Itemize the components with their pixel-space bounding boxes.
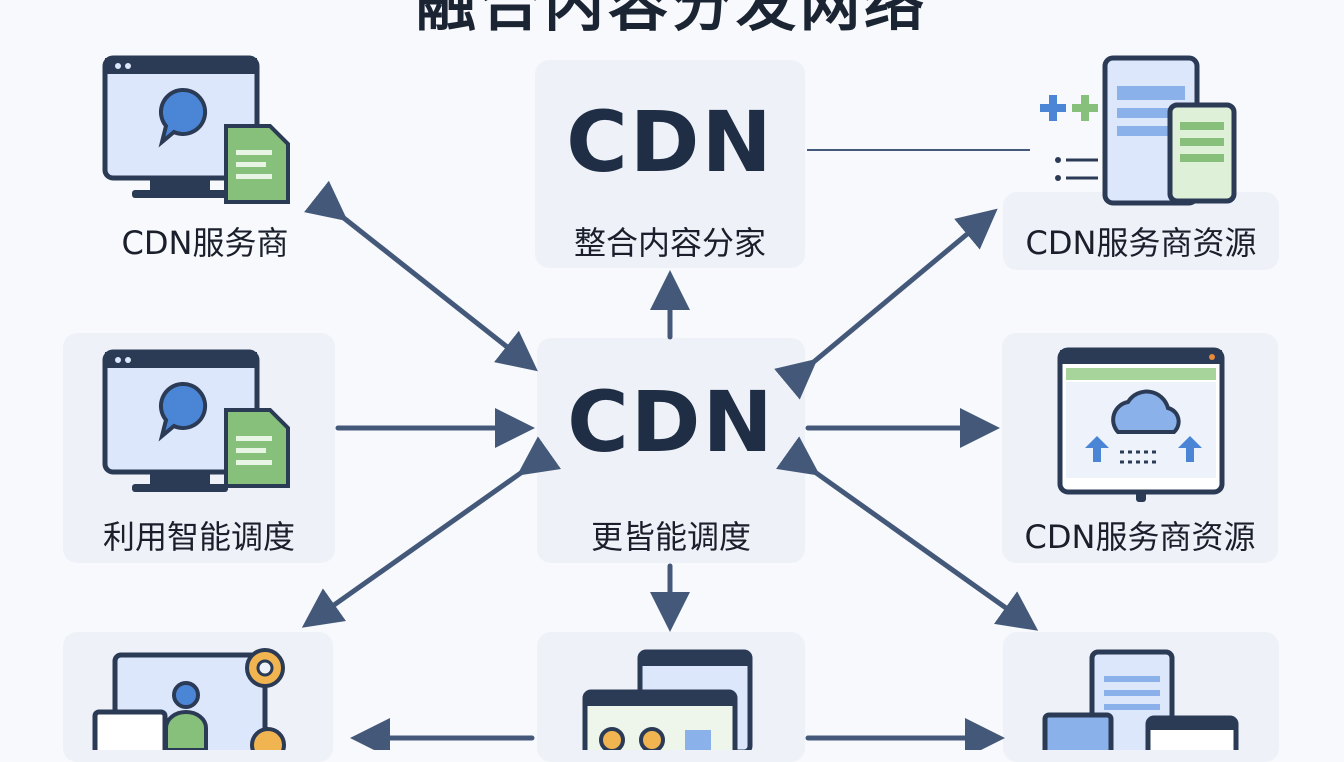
team-gear-icon (92, 648, 286, 750)
arrow-top-right (774, 208, 998, 400)
label-mid-left: 利用智能调度 (102, 518, 295, 556)
cloud-browser-icon (1057, 347, 1225, 502)
card-center (537, 338, 805, 563)
cdn-top-text: CDN (566, 93, 774, 191)
arrow-bottom-left (301, 436, 562, 628)
label-top-left: CDN服务商 (121, 224, 289, 262)
multi-device-icon (1042, 649, 1239, 750)
monitor-chat-icon (102, 55, 290, 204)
devices-icon (807, 55, 1237, 206)
label-top-center: 整合内容分家 (573, 224, 766, 262)
arrow-bottom-right (775, 436, 1039, 631)
label-top-right: CDN服务商资源 (1025, 224, 1257, 262)
cdn-center-text: CDN (567, 373, 775, 471)
label-mid-right: CDN服务商资源 (1024, 518, 1256, 556)
label-center: 更皆能调度 (590, 518, 751, 556)
diagram-title: 融合内容分发网络 (416, 0, 928, 40)
monitor-chat-icon (102, 349, 290, 492)
arrow-top-left (304, 180, 538, 372)
card-top-center (535, 60, 805, 268)
dashboard-windows-icon (582, 649, 753, 750)
